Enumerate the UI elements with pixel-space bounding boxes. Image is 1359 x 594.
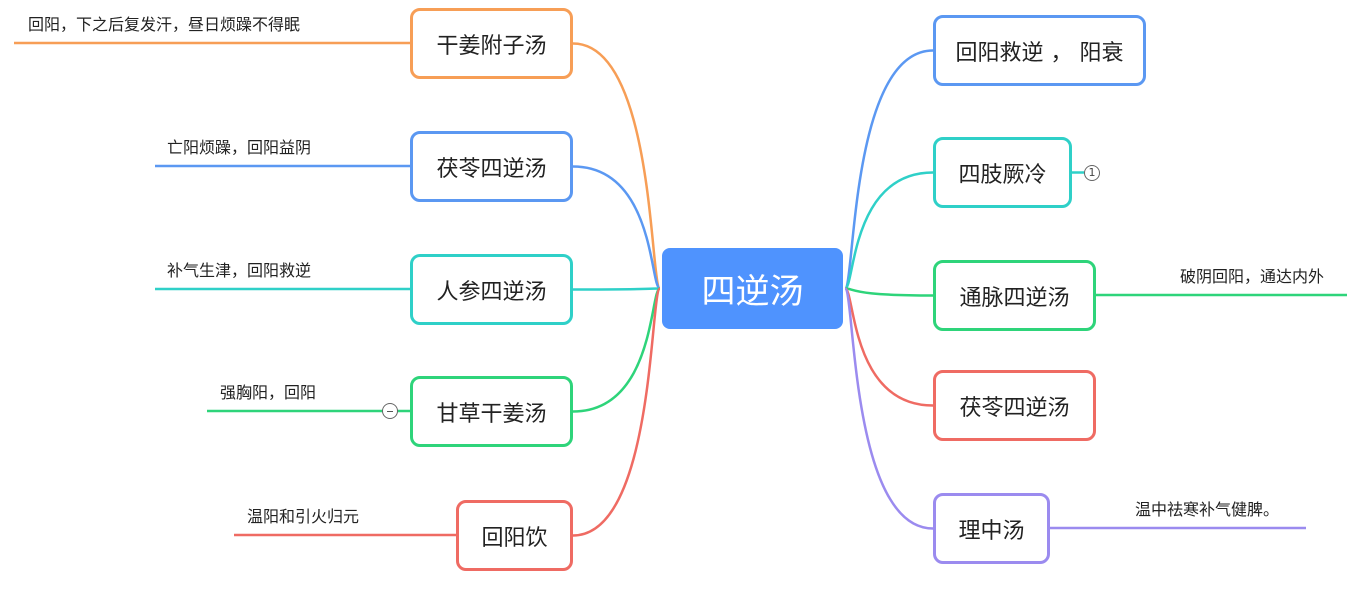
right-branch-3[interactable]: 通脉四逆汤 — [933, 260, 1096, 331]
right-note-5[interactable]: 温中祛寒补气健脾。 — [1135, 500, 1280, 519]
connector-right-5 — [843, 287, 934, 530]
connector-left-5 — [572, 287, 662, 537]
right-branch-4[interactable]: 茯苓四逆汤 — [933, 370, 1096, 441]
left-note-4[interactable]: 强胸阳，回阳 — [220, 383, 317, 402]
right-branch-1[interactable]: 回阳救逆 ， 阳衰 — [933, 15, 1146, 86]
connector-left-1 — [572, 42, 662, 290]
connector-left-2 — [572, 165, 662, 290]
left-note-5[interactable]: 温阳和引火归元 — [247, 507, 360, 526]
connector-right-2 — [843, 171, 934, 290]
connector-right-1 — [843, 49, 934, 290]
left-branch-5[interactable]: 回阳饮 — [456, 500, 573, 571]
left-branch-4[interactable]: 甘草干姜汤 — [410, 376, 573, 447]
right-branch-2[interactable]: 四肢厥冷 — [933, 137, 1072, 208]
left-note-1[interactable]: 回阳，下之后复发汗，昼日烦躁不得眠 — [28, 15, 301, 34]
connector-right-3 — [844, 287, 934, 297]
connector-left-3 — [572, 287, 661, 291]
left-branch-2[interactable]: 茯苓四逆汤 — [410, 131, 573, 202]
left-branch-3[interactable]: 人参四逆汤 — [410, 254, 573, 325]
root-node[interactable]: 四逆汤 — [662, 248, 843, 329]
left-note-3[interactable]: 补气生津，回阳救逆 — [167, 261, 312, 280]
collapse-toggle-icon[interactable] — [382, 403, 398, 419]
right-branch-5[interactable]: 理中汤 — [933, 493, 1050, 564]
left-branch-1[interactable]: 干姜附子汤 — [410, 8, 573, 79]
left-note-2[interactable]: 亡阳烦躁，回阳益阴 — [167, 138, 312, 157]
right-note-3[interactable]: 破阴回阳，通达内外 — [1180, 267, 1325, 286]
collapsed-count-badge[interactable]: 1 — [1084, 164, 1100, 181]
